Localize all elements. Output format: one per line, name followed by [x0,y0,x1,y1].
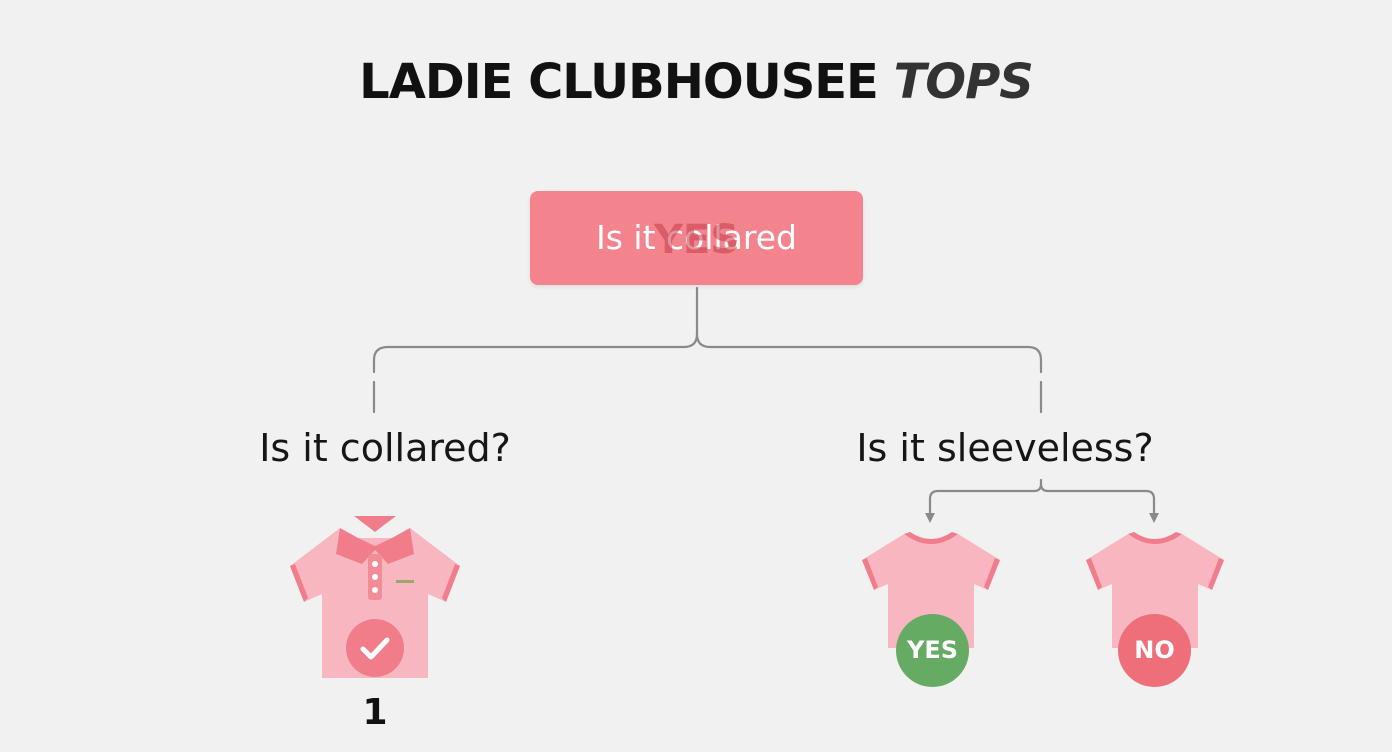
t-shirt-icon-yes [862,532,1000,648]
t-shirt-icon-no [1086,532,1224,648]
root-question-node: Is it collared YES [530,191,863,285]
collared-count: 1 [362,692,388,733]
collared-question: Is it collared? [259,426,511,470]
root-trunk-line [372,286,699,374]
checkmark-badge [346,619,404,677]
diagram-title: LADIE CLUBHOUSEE TOPS [0,54,1392,110]
polo-shirt-icon [290,516,460,678]
root-question-label: Is it collared [596,218,797,257]
title-emphasis: TOPS [893,54,1034,110]
no-badge: NO [1118,614,1191,687]
title-main: LADIE CLUBHOUSEE [359,54,879,110]
checkmark-icon [360,637,390,660]
yes-badge: YES [896,614,969,687]
sleeveless-split-line-right [1039,482,1159,523]
sleeveless-split-line [925,478,1043,523]
root-overlay-text: YES [653,217,740,263]
sleeveless-question: Is it sleeveless? [856,426,1154,470]
root-trunk-line-right [695,332,1043,374]
